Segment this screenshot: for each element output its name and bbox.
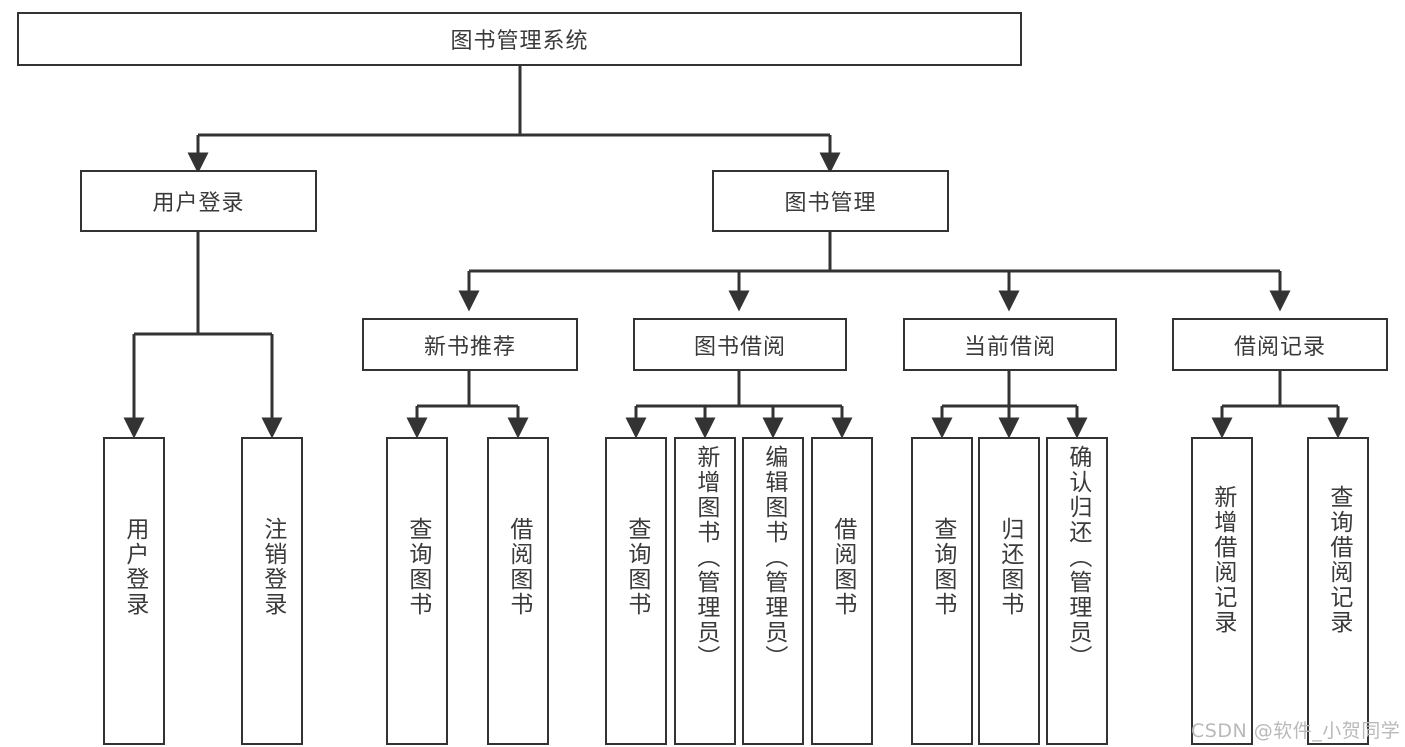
node-user-login[interactable]: 用户登录 [80,170,317,232]
node-label: 用户登录 [152,191,245,216]
node-book-management[interactable]: 图书管理 [712,170,949,232]
node-label: 查询图书 [623,517,650,617]
node-label: 确认归还（管理员） [1064,445,1091,670]
leaf-book-borrow-borrow-book[interactable]: 借阅图书 [811,437,873,745]
node-label: 编辑图书（管理员） [760,445,787,670]
node-label: 注销登录 [259,517,286,617]
node-label: 当前借阅 [963,334,1056,360]
leaf-user-login-logout[interactable]: 注销登录 [241,437,303,745]
node-label: 图书借阅 [693,334,786,360]
leaf-book-borrow-edit-book-admin[interactable]: 编辑图书（管理员） [742,437,804,745]
leaf-book-borrow-add-book-admin[interactable]: 新增图书（管理员） [674,437,736,745]
node-book-borrow[interactable]: 图书借阅 [633,318,847,371]
leaf-user-login-login[interactable]: 用户登录 [103,437,165,745]
node-label: 图书管理系统 [450,29,589,54]
node-label: 查询图书 [929,517,956,617]
csdn-watermark: CSDN @软件_小贺同学 [1191,716,1400,743]
node-new-book-recommend[interactable]: 新书推荐 [362,318,578,371]
node-label: 借阅图书 [829,517,856,617]
node-label: 新书推荐 [423,334,516,360]
node-current-borrow[interactable]: 当前借阅 [903,318,1117,371]
leaf-current-borrow-return-book[interactable]: 归还图书 [978,437,1040,745]
node-label: 新增借阅记录 [1209,485,1236,635]
leaf-new-book-query-book[interactable]: 查询图书 [386,437,448,745]
leaf-current-borrow-query-book[interactable]: 查询图书 [911,437,973,745]
node-label: 新增图书（管理员） [692,445,719,670]
node-borrow-record[interactable]: 借阅记录 [1172,318,1388,371]
leaf-new-book-borrow-book[interactable]: 借阅图书 [487,437,549,745]
leaf-book-borrow-query-book[interactable]: 查询图书 [605,437,667,745]
node-label: 借阅记录 [1233,334,1326,360]
leaf-borrow-record-add-record[interactable]: 新增借阅记录 [1191,437,1253,745]
leaf-current-borrow-confirm-return-admin[interactable]: 确认归还（管理员） [1046,437,1108,745]
watermark-text: CSDN @软件_小贺同学 [1191,720,1401,742]
node-label: 查询借阅记录 [1325,485,1352,635]
node-label: 归还图书 [996,517,1023,617]
node-label: 图书管理 [784,191,877,216]
node-root-book-management-system[interactable]: 图书管理系统 [17,12,1022,66]
leaf-borrow-record-query-record[interactable]: 查询借阅记录 [1307,437,1369,745]
node-label: 借阅图书 [505,517,532,617]
node-label: 查询图书 [404,517,431,617]
node-label: 用户登录 [121,517,148,617]
